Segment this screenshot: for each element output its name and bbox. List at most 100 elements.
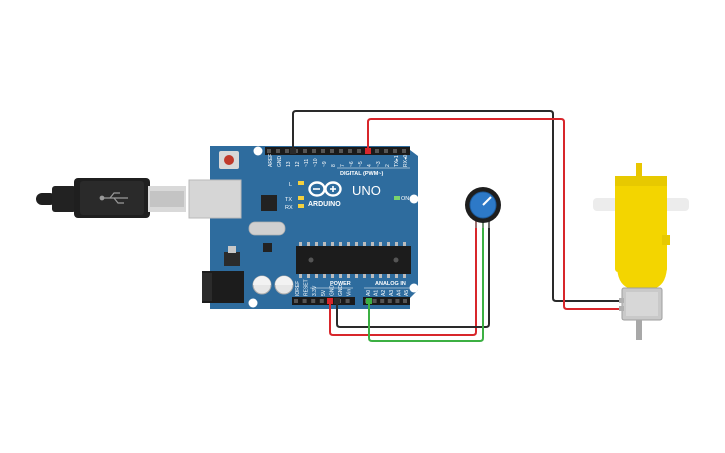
brand-text: ARDUINO [308,201,341,208]
chip-pin [315,242,318,246]
wire-gnd-to-motor[interactable] [292,110,622,302]
analog-pin[interactable] [380,299,385,303]
pin-label: A3 [389,290,395,296]
chip-pin [347,274,350,278]
digital-pin[interactable] [276,149,280,153]
mounting-hole [248,298,258,308]
analog-pin[interactable] [372,299,377,303]
chip-pin [347,242,350,246]
pin-label: RESET [304,279,310,296]
analog-pin[interactable] [403,299,407,303]
pin-label: 13 [286,161,292,167]
l-led [298,181,304,185]
chip-pin [323,242,326,246]
usb-icon [99,192,128,204]
digital-pin[interactable] [321,149,325,153]
pin-label: 3.3V [312,285,318,296]
power-pin[interactable] [319,299,324,303]
digital-pin[interactable] [393,149,397,153]
chip-pin [387,242,390,246]
small-chip [263,243,272,252]
digital-pin[interactable] [285,149,289,153]
digital-header [265,147,410,155]
pin-label: A5 [404,290,410,296]
chip-pin [307,242,310,246]
mounting-hole [409,283,419,293]
pin-label: 12 [295,161,301,167]
usb-cable[interactable] [36,178,186,218]
chip-pin [363,274,366,278]
knob-indicator-icon [482,196,492,206]
mounting-hole [409,194,419,204]
analog-header-label: ANALOG IN [375,281,406,287]
chip-pin [299,242,302,246]
pin-label: ~10 [313,158,319,167]
wire-gnd-to-pot[interactable] [336,221,490,328]
digital-pin[interactable] [312,149,316,153]
wires[interactable] [292,110,622,342]
atmega-microcontroller [296,246,411,274]
wire-a0-to-pot[interactable] [368,221,484,342]
chip-pin [355,242,358,246]
pin-label: ~6 [349,161,355,167]
pin-label: A2 [381,290,387,296]
analog-pin[interactable] [387,299,392,303]
usb-chip [261,195,277,211]
power-pin[interactable] [345,299,350,303]
chip-pins [299,242,406,278]
wire-pin5-to-motor[interactable] [367,118,622,310]
pin-label: ~11 [304,159,310,167]
digital-pin[interactable] [375,149,379,153]
digital-pin[interactable] [402,149,406,153]
chip-pin [299,274,302,278]
digital-pin[interactable] [303,149,307,153]
digital-header-label: DIGITAL (PWM~) [340,171,384,177]
voltage-regulator [224,252,240,266]
digital-pin[interactable] [267,149,271,153]
chip-pin [323,274,326,278]
dc-gear-motor[interactable] [593,163,689,340]
mounting-hole [253,146,263,156]
crystal-oscillator [248,221,286,236]
digital-pin[interactable] [384,149,388,153]
chip-pin [379,274,382,278]
model-text: UNO [352,183,381,198]
wire-5v-to-pot[interactable] [329,221,477,336]
digital-pin[interactable] [330,149,334,153]
power-pin[interactable] [294,299,298,303]
pin-label: A0 [366,290,372,296]
digital-pin[interactable] [348,149,352,153]
chip-pin [315,274,318,278]
pin-label: ~5 [358,161,364,167]
chip-pin [403,242,406,246]
power-pin[interactable] [311,299,316,303]
motor-shaft-bottom [636,320,642,340]
chip-pin [339,242,342,246]
potentiometer[interactable] [465,187,501,228]
chip-pin [371,242,374,246]
arduino-logo-icon [308,181,342,197]
on-led-label: ON [401,196,409,202]
analog-pin[interactable] [395,299,400,303]
wire-terminals [290,148,372,304]
chip-pin [387,274,390,278]
pin-label: GND [277,156,283,168]
usb-b-jack [188,179,242,219]
arduino-uno-board[interactable]: L TX RX ON ARDUINO UNO DIGITAL (PWM~) PO… [188,146,419,309]
reset-button-cap[interactable] [224,155,234,165]
motor-shaft-top [636,163,642,177]
pin-label: ~9 [322,161,328,167]
chip-pin [363,242,366,246]
pin-label: TX▸1 [394,155,400,167]
digital-pin[interactable] [357,149,361,153]
analog-header [363,297,410,305]
power-pin[interactable] [302,299,307,303]
pin-label: IOREF [295,281,301,296]
digital-pin[interactable] [339,149,343,153]
rx-led-label: RX [285,205,293,211]
chip-pin [379,242,382,246]
pin-label: ~3 [376,161,382,167]
